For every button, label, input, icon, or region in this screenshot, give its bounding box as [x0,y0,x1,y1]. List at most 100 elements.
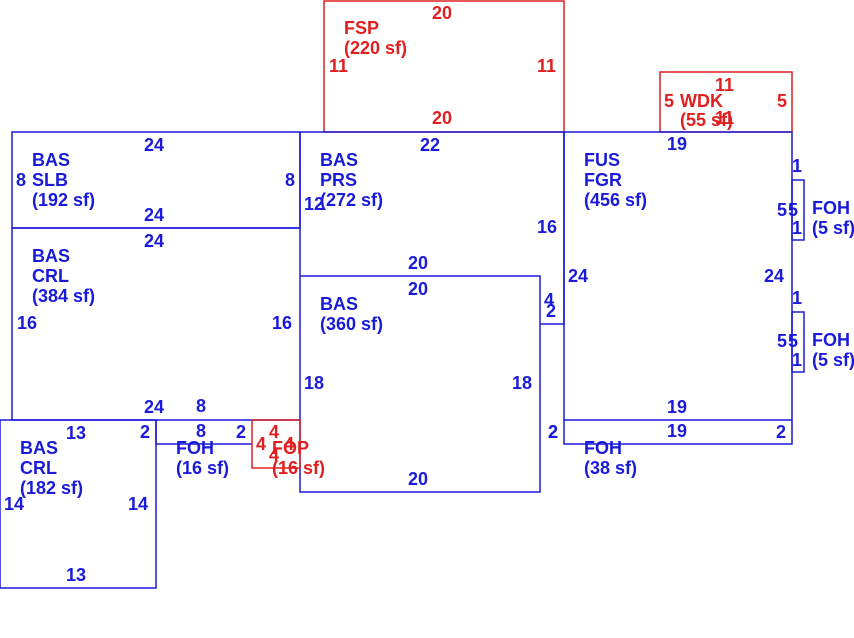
bas-slb-size: (192 sf) [32,190,95,210]
foh-38-dim-right: 2 [776,422,786,442]
bas-prs-dim-bottom: 20 [408,253,428,273]
fsp-dim-right: 11 [537,56,556,76]
bas-360-dim-step-a: 4 [544,290,554,310]
area-bas-crl-bot: BAS CRL (182 sf) 13 13 14 14 2 [4,422,150,585]
area-foh-5b: FOH (5 sf) 1 1 5 5 [777,288,854,370]
area-bas-prs: BAS PRS (272 sf) 22 12 16 20 [304,135,557,273]
foh-5b-dim-bottom: 1 [792,350,802,370]
bas-crl-bot-dim-right: 14 [128,494,148,514]
fop-outline [251,419,301,469]
foh-5a-dim-bottom: 1 [792,218,802,238]
bas-slb-code-1: BAS [32,150,70,170]
bas-crl-top-size: (384 sf) [32,286,95,306]
bas-prs-dim-right: 16 [537,217,557,237]
fus-fgr-dim-bottom: 19 [667,397,687,417]
bas-crl-top-dim-top: 24 [144,231,164,251]
foh-16-code: FOH [176,438,214,458]
foh-5a-dim-left: 5 [777,200,787,220]
foh-5b-dim-top: 1 [792,288,802,308]
outlines [0,0,805,589]
bas-360-size: (360 sf) [320,314,383,334]
foh-38-code: FOH [584,438,622,458]
fus-fgr-outline [563,131,793,421]
foh-16-size: (16 sf) [176,458,229,478]
fop-code: FOP [272,438,309,458]
area-foh-38: FOH (38 sf) 19 2 2 [548,421,786,478]
wdk-dim-left: 5 [664,91,674,111]
foh-16-outline [155,420,252,445]
fop-dim-left: 4 [256,434,266,454]
area-fop: FOP (16 sf) 4 4 4 4 [256,422,325,478]
foh-5b-dim-left: 5 [777,331,787,351]
foh-5b-dim-right: 5 [788,331,798,351]
bas-360-dim-right: 18 [512,373,532,393]
fop-dim-bottom: 4 [269,445,279,465]
bas-slb-dim-left: 8 [16,170,26,190]
fus-fgr-size: (456 sf) [584,190,647,210]
fus-fgr-dim-top: 19 [667,134,687,154]
bas-crl-top-dim-right: 16 [272,313,292,333]
bas-prs-size: (272 sf) [320,190,383,210]
area-fus-fgr: FUS FGR (456 sf) 19 19 24 24 [568,134,784,417]
foh-5a-dim-right: 5 [788,200,798,220]
foh-16-dim-top: 8 [196,396,206,416]
fsp-size: (220 sf) [344,38,407,58]
foh-38-size: (38 sf) [584,458,637,478]
bas-prs-dim-left: 12 [304,194,324,214]
area-foh-5a: FOH (5 sf) 1 1 5 5 [777,156,854,238]
foh-5a-size: (5 sf) [812,218,854,238]
bas-slb-dim-top: 24 [144,135,164,155]
bas-crl-bot-dim-top: 13 [66,423,86,443]
foh-5a-code: FOH [812,198,850,218]
bas-360-outline [299,132,541,493]
foh-5b-outline [791,311,805,373]
bas-crl-top-dim-bottom: 24 [144,397,164,417]
bas-prs-dim-top: 22 [420,135,440,155]
bas-prs-code-2: PRS [320,170,357,190]
fop-dim-right: 4 [284,434,294,454]
wdk-code: WDK [680,91,723,111]
area-wdk: WDK (55 sf) 11 11 5 5 [664,75,787,130]
bas-crl-bot-dim-left: 14 [4,494,24,514]
bas-crl-bot-code-1: BAS [20,438,58,458]
area-foh-16: FOH (16 sf) 8 8 2 [176,396,246,478]
wdk-dim-top: 11 [715,75,734,95]
fsp-code: FSP [344,18,379,38]
fus-fgr-dim-right: 24 [764,266,784,286]
foh-16-dim-bottom: 8 [196,421,206,441]
bas-crl-top-code-1: BAS [32,246,70,266]
fus-fgr-dim-left: 24 [568,266,588,286]
bas-slb-dim-right: 8 [285,170,295,190]
fsp-dim-bottom: 20 [432,108,452,128]
foh-16-dim-right: 2 [236,422,246,442]
bas-crl-bot-outline [0,419,157,589]
bas-360-dim-step-b: 2 [546,301,556,321]
bas-crl-bot-dim-step: 2 [140,422,150,442]
bas-crl-bot-code-2: CRL [20,458,57,478]
foh-38-dim-left: 2 [548,422,558,442]
fus-fgr-code-1: FUS [584,150,620,170]
area-fsp: FSP (220 sf) 20 20 11 11 [329,3,556,128]
fus-fgr-code-2: FGR [584,170,622,190]
wdk-size: (55 sf) [680,110,733,130]
wdk-dim-bottom: 11 [715,108,734,128]
area-bas-360: BAS (360 sf) 20 20 18 18 4 2 2 [304,279,558,489]
fop-dim-top: 4 [269,422,279,442]
bas-360-code: BAS [320,294,358,314]
fop-size: (16 sf) [272,458,325,478]
foh-5a-dim-top: 1 [792,156,802,176]
bas-360-dim-top: 20 [408,279,428,299]
fsp-dim-left: 11 [329,56,348,76]
bas-crl-top-dim-left: 16 [17,313,37,333]
bas-crl-bot-size: (182 sf) [20,478,83,498]
wdk-dim-right: 5 [777,91,787,111]
bas-crl-top-code-2: CRL [32,266,69,286]
bas-crl-bot-dim-bottom: 13 [66,565,86,585]
foh-38-outline [563,420,793,445]
foh-38-dim-top: 19 [667,421,687,441]
bas-360-dim-bottom: 20 [408,469,428,489]
bas-360-dim-left: 18 [304,373,324,393]
bas-slb-code-2: SLB [32,170,68,190]
foh-5b-size: (5 sf) [812,350,854,370]
